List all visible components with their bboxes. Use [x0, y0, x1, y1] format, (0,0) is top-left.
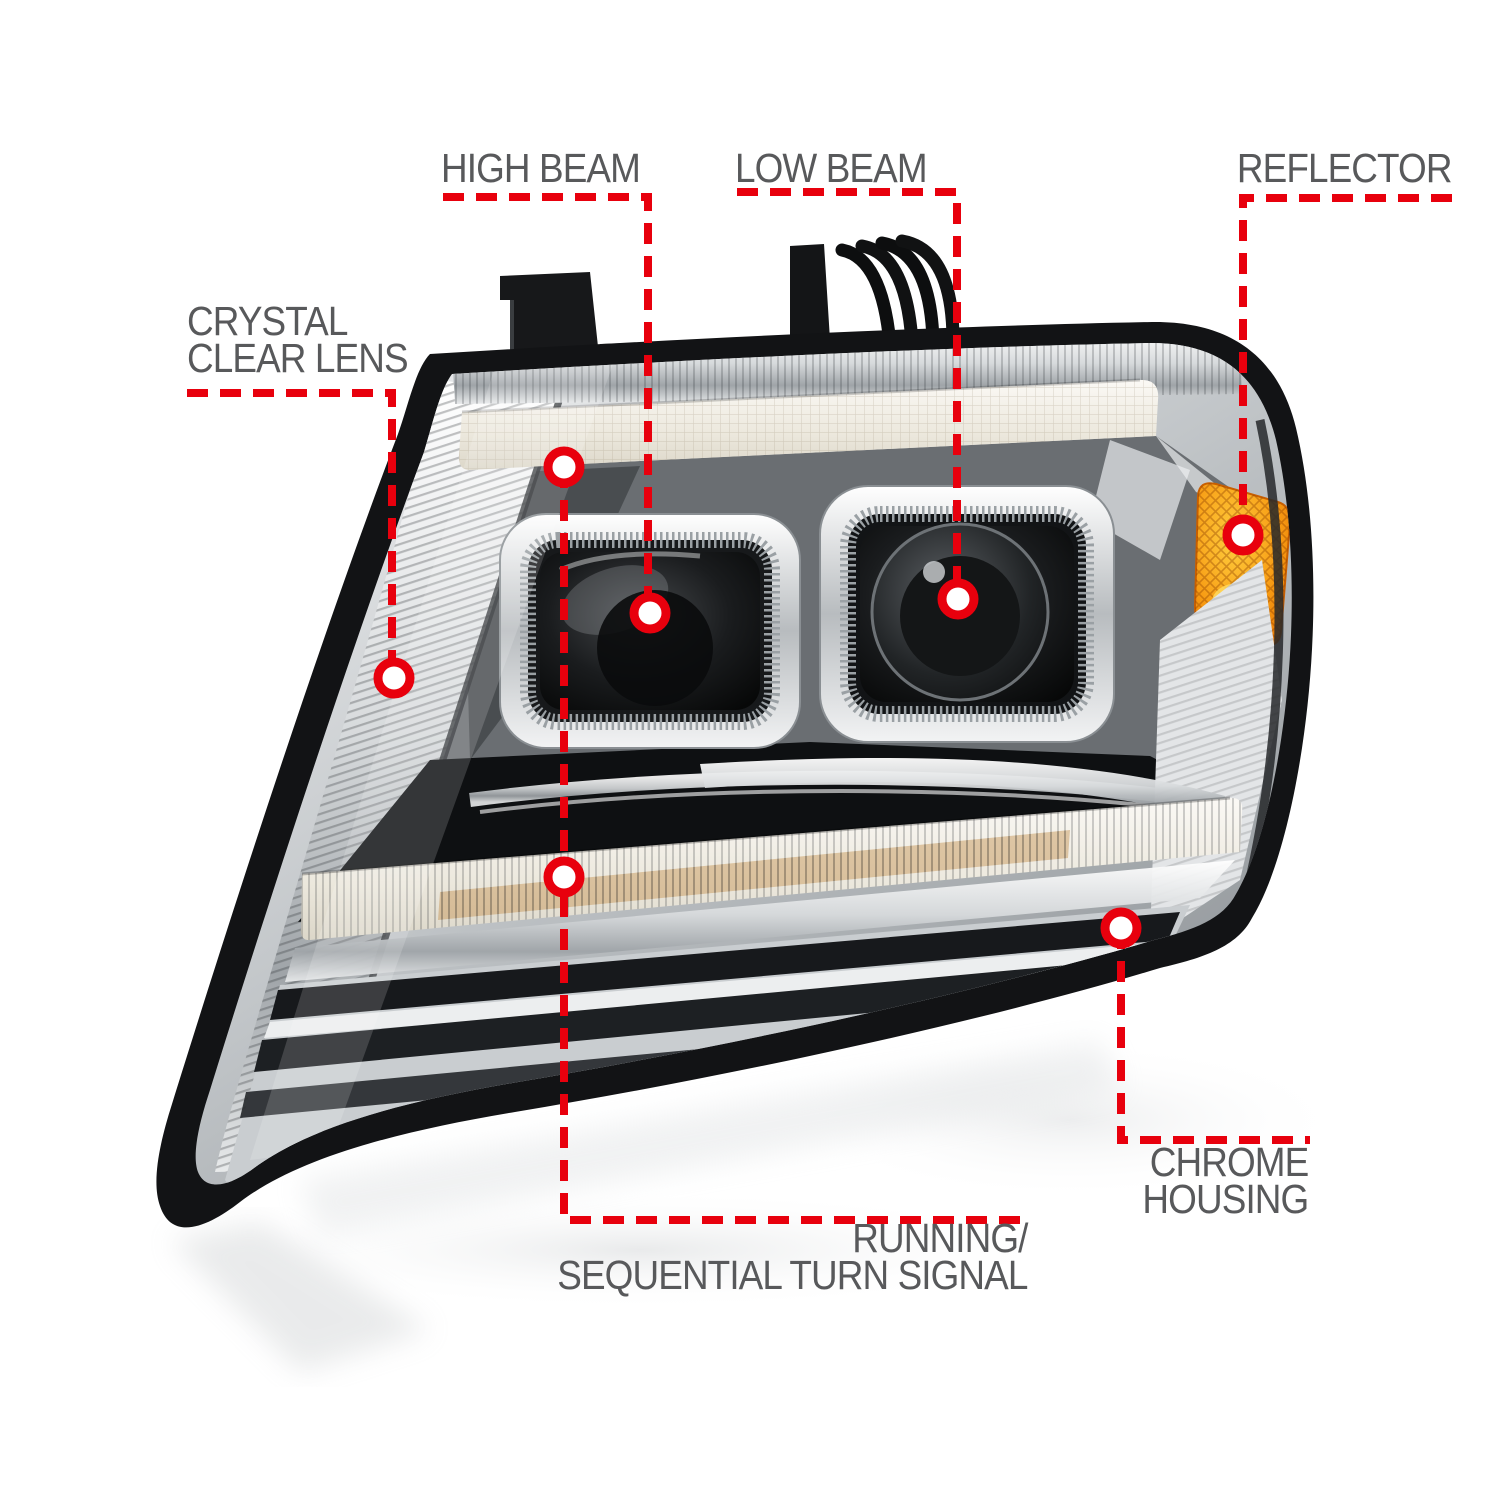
lower-chrome-band: [285, 860, 1235, 982]
turn-signal-strip: [300, 796, 1243, 941]
callout-dot-turn-signal: [543, 856, 585, 898]
lens-sheen: [250, 345, 620, 1160]
mounting-bracket-left: [500, 272, 599, 356]
drl-strip: [458, 378, 1159, 470]
callout-label-high-beam: HIGH BEAM: [441, 145, 641, 191]
callout-label-line: CRYSTAL: [187, 298, 348, 344]
callout-dot-reflector: [1222, 514, 1264, 556]
callout-line-chrome-housing: [1117, 928, 1310, 1144]
callout-dot-high-beam: [629, 592, 671, 634]
callout-dot-drl: [543, 446, 585, 488]
callout-label-line: CHROME: [1149, 1139, 1308, 1185]
callout-label-low-beam: LOW BEAM: [735, 145, 928, 191]
callout-dot-low-beam: [937, 578, 979, 620]
callout-label-line: SEQUENTIAL TURN SIGNAL: [557, 1252, 1029, 1298]
callout-line-low-beam: [737, 188, 961, 599]
callout-line-high-beam: [443, 193, 652, 613]
callout-line-crystal-clear-lens: [187, 389, 396, 678]
callout-annotations: [187, 188, 1452, 1224]
callout-label-line: CLEAR LENS: [187, 335, 409, 381]
callout-label-reflector: REFLECTOR: [1237, 145, 1453, 191]
mounting-bracket-right: [790, 234, 960, 356]
callout-label-line: RUNNING/: [852, 1215, 1029, 1261]
callout-label-crystal-clear-lens: CRYSTAL CLEAR LENS: [187, 298, 409, 381]
callout-line-running-sequential: [560, 467, 1030, 1224]
callout-dot-crystal-clear-lens: [373, 657, 415, 699]
callout-line-reflector: [1239, 194, 1452, 535]
callout-dot-chrome-housing: [1100, 907, 1142, 949]
chrome-sweep: [700, 758, 1225, 820]
callout-label-running-sequential: RUNNING/ SEQUENTIAL TURN SIGNAL: [557, 1215, 1029, 1298]
callout-label-chrome-housing: CHROME HOUSING: [1142, 1139, 1309, 1222]
callout-label-line: HOUSING: [1142, 1176, 1309, 1222]
